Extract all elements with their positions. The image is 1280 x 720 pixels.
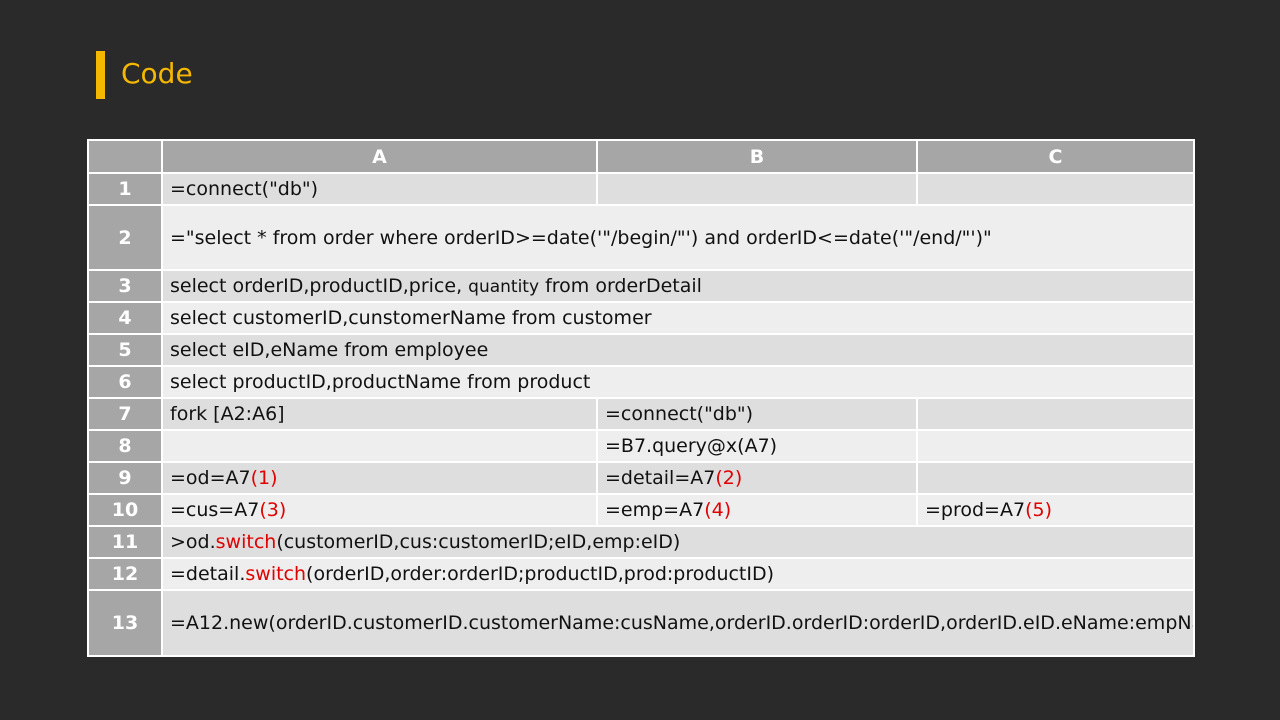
table-row: 6 select productID,productName from prod… xyxy=(87,365,1195,399)
cell-a8[interactable] xyxy=(161,429,598,463)
cell-text: (customerID,cus:customerID;eID,emp:eID) xyxy=(276,531,681,553)
row-number[interactable]: 11 xyxy=(87,525,163,559)
cell-a1[interactable]: =connect("db") xyxy=(161,172,598,206)
cell-c1[interactable] xyxy=(916,172,1195,206)
row-number[interactable]: 6 xyxy=(87,365,163,399)
cell-c8[interactable] xyxy=(916,429,1195,463)
row-number[interactable]: 8 xyxy=(87,429,163,463)
title-accent-bar xyxy=(96,51,105,99)
corner-cell xyxy=(87,139,163,174)
cell-text-highlight: switch xyxy=(215,531,277,553)
row-number[interactable]: 13 xyxy=(87,589,163,657)
cell-b10[interactable]: =emp=A7(4) xyxy=(596,493,918,527)
cell-a10[interactable]: =cus=A7(3) xyxy=(161,493,598,527)
table-row: 4 select customerID,cunstomerName from c… xyxy=(87,301,1195,335)
slide-title: Code xyxy=(121,57,193,90)
table-row: 1 =connect("db") xyxy=(87,172,1195,206)
table-row: 10 =cus=A7(3) =emp=A7(4) =prod=A7(5) xyxy=(87,493,1195,527)
row-number[interactable]: 9 xyxy=(87,461,163,495)
cell-b9[interactable]: =detail=A7(2) xyxy=(596,461,918,495)
row-number[interactable]: 4 xyxy=(87,301,163,335)
cell-text-highlight: (3) xyxy=(259,499,287,521)
cell-b1[interactable] xyxy=(596,172,918,206)
cell-a5[interactable]: select eID,eName from employee xyxy=(161,333,1195,367)
row-number[interactable]: 1 xyxy=(87,172,163,206)
row-number[interactable]: 2 xyxy=(87,204,163,271)
table-row: 2 ="select * from order where orderID>=d… xyxy=(87,204,1195,271)
cell-text-highlight: switch xyxy=(245,563,307,585)
cell-text-highlight: (1) xyxy=(250,467,278,489)
table-row: 3 select orderID,productID,price, quanti… xyxy=(87,269,1195,303)
row-number[interactable]: 12 xyxy=(87,557,163,591)
cell-text-highlight: (2) xyxy=(715,467,743,489)
cell-text: from orderDetail xyxy=(539,275,702,297)
cell-a11[interactable]: >od.switch(customerID,cus:customerID;eID… xyxy=(161,525,1195,559)
cell-a3[interactable]: select orderID,productID,price, quantity… xyxy=(161,269,1195,303)
cell-a4[interactable]: select customerID,cunstomerName from cus… xyxy=(161,301,1195,335)
cell-a7[interactable]: fork [A2:A6] xyxy=(161,397,598,431)
cell-a2[interactable]: ="select * from order where orderID>=dat… xyxy=(161,204,1195,271)
cell-c10[interactable]: =prod=A7(5) xyxy=(916,493,1195,527)
row-number[interactable]: 3 xyxy=(87,269,163,303)
table-row: 7 fork [A2:A6] =connect("db") xyxy=(87,397,1195,431)
table-row: 9 =od=A7(1) =detail=A7(2) xyxy=(87,461,1195,495)
cell-text: =A12.new(orderID.customerID.customerName… xyxy=(170,611,1192,634)
cell-text: =od=A7 xyxy=(170,467,251,489)
cell-c9[interactable] xyxy=(916,461,1195,495)
cell-text: =emp=A7 xyxy=(605,499,705,521)
table-row: 13 =A12.new(orderID.customerID.customerN… xyxy=(87,589,1195,657)
cell-text: select orderID,productID,price, xyxy=(170,275,469,297)
table-row: 5 select eID,eName from employee xyxy=(87,333,1195,367)
cell-text-highlight: (5) xyxy=(1025,499,1052,521)
cell-a6[interactable]: select productID,productName from produc… xyxy=(161,365,1195,399)
code-grid: A B C 1 =connect("db") 2 ="select * from… xyxy=(87,139,1195,657)
header-row: A B C xyxy=(87,139,1195,174)
cell-b7[interactable]: =connect("db") xyxy=(596,397,918,431)
cell-b8[interactable]: =B7.query@x(A7) xyxy=(596,429,918,463)
cell-text: =prod=A7 xyxy=(925,499,1026,521)
row-number[interactable]: 7 xyxy=(87,397,163,431)
table-row: 8 =B7.query@x(A7) xyxy=(87,429,1195,463)
cell-text: >od. xyxy=(170,531,216,553)
cell-a9[interactable]: =od=A7(1) xyxy=(161,461,598,495)
column-header-c[interactable]: C xyxy=(916,139,1195,174)
cell-text: quantity xyxy=(468,277,540,297)
cell-text: (orderID,order:orderID;productID,prod:pr… xyxy=(306,563,775,585)
cell-c7[interactable] xyxy=(916,397,1195,431)
row-number[interactable]: 10 xyxy=(87,493,163,527)
cell-text: =detail=A7 xyxy=(605,467,716,489)
cell-text-highlight: (4) xyxy=(704,499,732,521)
column-header-a[interactable]: A xyxy=(161,139,598,174)
table-row: 11 >od.switch(customerID,cus:customerID;… xyxy=(87,525,1195,559)
cell-a13[interactable]: =A12.new(orderID.customerID.customerName… xyxy=(161,589,1195,657)
table-row: 12 =detail.switch(orderID,order:orderID;… xyxy=(87,557,1195,591)
cell-text: =detail. xyxy=(170,563,246,585)
cell-a12[interactable]: =detail.switch(orderID,order:orderID;pro… xyxy=(161,557,1195,591)
column-header-b[interactable]: B xyxy=(596,139,918,174)
row-number[interactable]: 5 xyxy=(87,333,163,367)
cell-text: =cus=A7 xyxy=(170,499,260,521)
